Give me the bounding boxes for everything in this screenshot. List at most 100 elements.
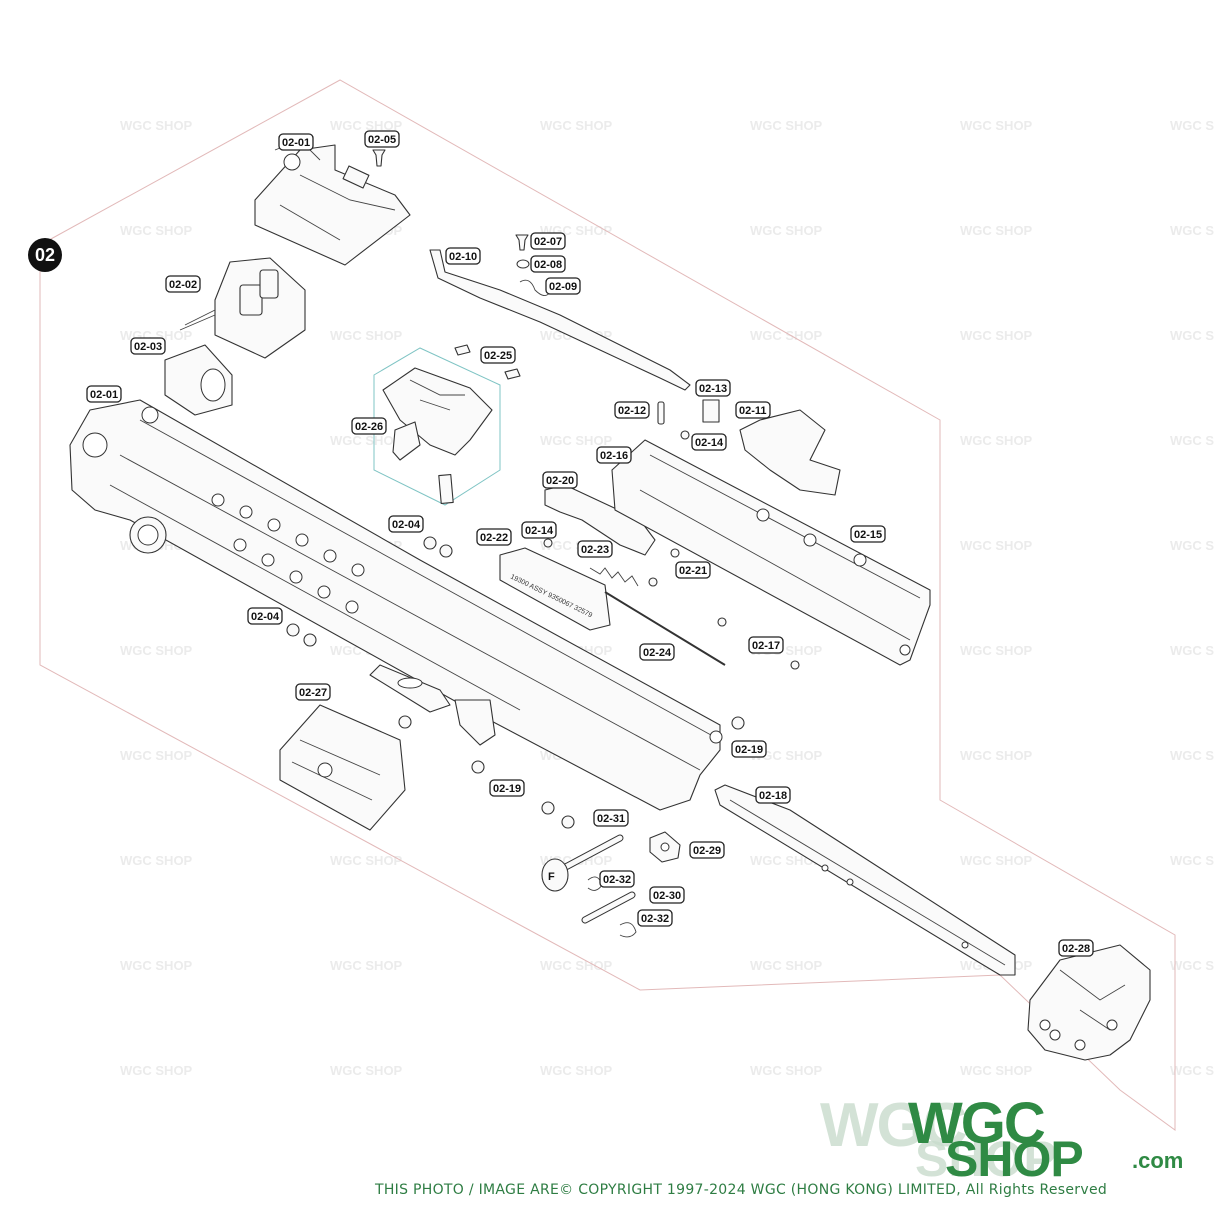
label-02-02: 02-03 <box>134 341 162 353</box>
watermark-text: WGC SHOP <box>330 958 403 973</box>
brand-logo-line1: WGC <box>908 1091 1046 1156</box>
part-label: 02-18 <box>755 786 791 804</box>
part-label: 02-32 <box>599 870 635 888</box>
watermark-text: WGC SHOP <box>960 748 1033 763</box>
label-02-19: 02-19 <box>493 783 521 795</box>
label-02-25: 02-25 <box>484 350 512 362</box>
brand-logo-ghost-line2: SHOP <box>915 1131 1057 1187</box>
part-label: 02-04 <box>247 607 283 625</box>
part-02-10 <box>429 249 691 391</box>
part-label: 02-19 <box>489 779 525 797</box>
watermark-text: WGC SHOP <box>1170 328 1214 343</box>
part-label: 02-31 <box>593 809 629 827</box>
part-label: 02-17 <box>748 636 784 654</box>
watermark-text: WGC SHOP <box>960 643 1033 658</box>
pin-letter: F <box>548 871 555 883</box>
part-label: 02-14 <box>691 433 727 451</box>
watermark-text: WGC SHOP <box>1170 223 1214 238</box>
part-label: 02-29 <box>689 841 725 859</box>
part-labels: 02-01 02-05 02-02 02-03 02-01 02-07 02-0… <box>86 130 1094 957</box>
watermark-text: WGC SHOP <box>750 223 823 238</box>
part-label: 02-22 <box>476 528 512 546</box>
watermark-text: WGC SHOP <box>330 853 403 868</box>
part-label: 02-13 <box>695 379 731 397</box>
label-02-14-lower: 02-14 <box>525 525 554 537</box>
part-label: 02-21 <box>675 561 711 579</box>
part-label: 02-25 <box>480 346 516 364</box>
part-label: 02-02 <box>165 275 201 293</box>
screws-02-19 <box>398 715 745 829</box>
label-02-27: 02-27 <box>299 687 327 699</box>
screws-small <box>543 538 800 670</box>
screws-02-04 <box>286 536 453 647</box>
label-02-26: 02-26 <box>355 421 383 433</box>
part-02-31: F <box>541 834 624 892</box>
part-label: 02-08 <box>530 255 566 273</box>
label-02-32-lower: 02-32 <box>641 913 669 925</box>
label-02-06: 02-01 <box>282 137 310 149</box>
part-label: 02-12 <box>614 401 650 419</box>
label-02-14: 02-14 <box>695 437 724 449</box>
part-label: 02-27 <box>295 683 331 701</box>
part-02-26 <box>373 347 501 506</box>
watermark-text: WGC SHOP <box>540 433 613 448</box>
brand-logo-ghost: WGC <box>820 1091 968 1160</box>
watermark-text: WGC SHOP <box>1170 748 1214 763</box>
label-02-04-upper: 02-04 <box>392 519 421 531</box>
watermark-text: WGC SHOP <box>960 118 1033 133</box>
part-label: 02-05 <box>364 130 400 148</box>
section-boundary <box>39 79 1176 1131</box>
label-02-24: 02-24 <box>643 647 672 659</box>
parts-02-23-02-24 <box>589 567 726 666</box>
part-02-30 <box>581 891 636 924</box>
part-label: 02-19 <box>731 740 767 758</box>
watermark-text: WGC SHOP <box>540 958 613 973</box>
watermark-text: WGC SHOP <box>1170 643 1214 658</box>
part-02-28 <box>1027 944 1151 1061</box>
part-label: 02-28 <box>1058 939 1094 957</box>
watermark-text: WGC SHOP <box>750 118 823 133</box>
watermark-text: WGC SHOP <box>750 328 823 343</box>
part-02-18 <box>714 784 1016 976</box>
part-02-20 <box>544 484 656 556</box>
label-02-12: 02-12 <box>618 405 646 417</box>
watermark-text: WGC SHOP <box>1170 958 1214 973</box>
label-02-28: 02-28 <box>1062 943 1090 955</box>
watermark-text: WGC SHOP <box>750 748 823 763</box>
part-02-03 <box>179 257 306 359</box>
label-02-07: 02-07 <box>534 236 562 248</box>
watermark-text: WGC SHOP <box>330 433 403 448</box>
part-label: 02-03 <box>130 337 166 355</box>
label-02-04-lower: 02-04 <box>251 611 280 623</box>
label-02-21: 02-21 <box>679 565 707 577</box>
part-02-02 <box>164 344 233 416</box>
watermark-text: WGC SHOP <box>1170 853 1214 868</box>
part-label: 02-04 <box>388 515 424 533</box>
watermark-text: WGC SHOP <box>120 223 193 238</box>
label-02-01: 02-01 <box>90 389 118 401</box>
part-02-06 <box>254 139 411 266</box>
brand-logo-line2: SHOP <box>945 1131 1084 1187</box>
part-label: 02-09 <box>545 277 581 295</box>
part-label: 02-24 <box>639 643 675 661</box>
part-label: 02-07 <box>530 232 566 250</box>
part-label: 02-20 <box>542 471 578 489</box>
watermark-text: WGC SHOP <box>330 328 403 343</box>
label-02-22: 02-22 <box>480 532 508 544</box>
watermark-text: WGC SHOP <box>960 433 1033 448</box>
label-02-05: 02-05 <box>368 134 396 146</box>
label-02-10: 02-10 <box>449 251 477 263</box>
watermark-text: WGC SHOP <box>1170 118 1214 133</box>
watermark-text: WGC SHOP <box>120 748 193 763</box>
label-02-32: 02-32 <box>603 874 631 886</box>
watermark-text: WGC SHOP <box>960 853 1033 868</box>
part-label: 02-11 <box>735 401 771 419</box>
screws-02-25 <box>454 344 521 380</box>
part-label: 02-15 <box>850 525 886 543</box>
label-02-08: 02-08 <box>534 259 562 271</box>
watermark-text: WGC SHOP <box>960 538 1033 553</box>
watermark-text: WGC SHOP <box>330 118 403 133</box>
part-02-15-02-16 <box>611 439 931 666</box>
